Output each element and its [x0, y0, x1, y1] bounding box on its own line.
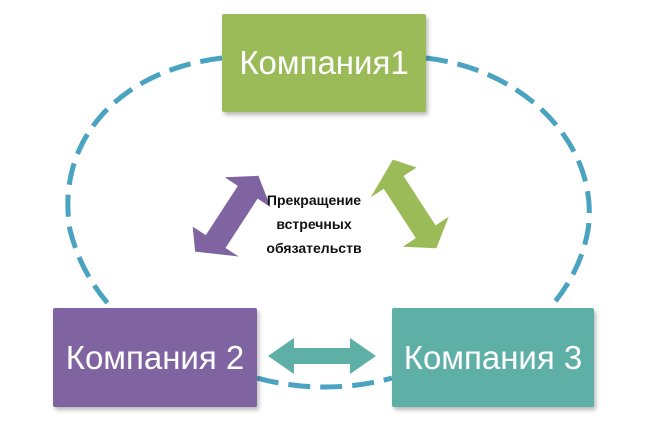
company2-node: Компания 2: [53, 308, 257, 407]
double-arrow-company2-company3: [268, 338, 376, 374]
double-arrow-company1-company3: [370, 159, 449, 249]
center-caption-line-1: Прекращение: [266, 192, 362, 208]
company1-node: Компания1: [222, 14, 426, 112]
company1-label: Компания1: [239, 44, 409, 81]
double-arrow-company1-company2: [192, 175, 271, 257]
dashed-arc-right: [425, 55, 592, 310]
company2-label: Компания 2: [65, 338, 245, 376]
dashed-arc-bottom: [256, 375, 393, 390]
center-caption: Прекращение встречных обязательств: [244, 188, 384, 260]
dashed-cycle: [65, 55, 592, 390]
center-caption-line-3: обязательств: [266, 240, 362, 256]
company3-node: Компания 3: [392, 308, 594, 407]
dashed-arc-left: [65, 55, 223, 310]
center-caption-line-2: встречных: [276, 216, 352, 232]
company3-label: Компания 3: [403, 338, 583, 376]
